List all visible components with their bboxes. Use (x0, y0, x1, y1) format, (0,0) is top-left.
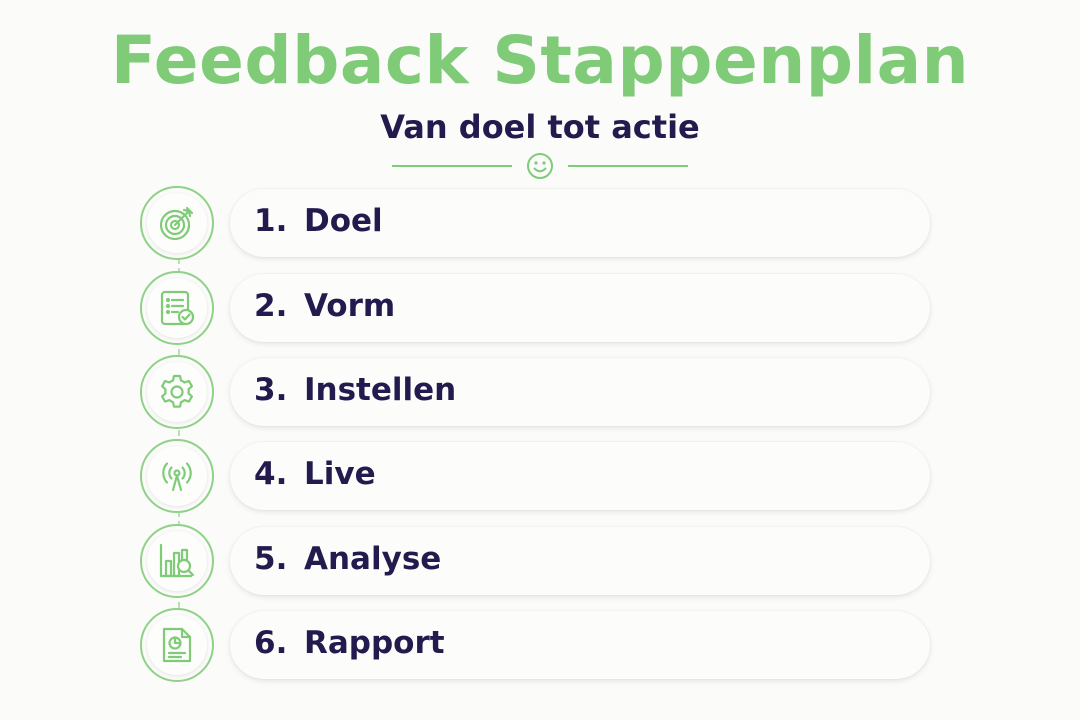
broadcast-icon (162, 462, 192, 492)
title-divider (392, 150, 688, 182)
step-icon-ring (140, 524, 214, 598)
target-icon (159, 206, 194, 241)
report-icon (162, 627, 192, 663)
step-label: Analyse (304, 541, 442, 577)
page-title: Feedback Stappenplan (110, 22, 970, 99)
step-card[interactable]: 2. Vorm (230, 274, 930, 342)
step-card[interactable]: 3. Instellen (230, 358, 930, 426)
step-number: 3. (254, 372, 288, 408)
step-label: Rapport (304, 625, 445, 661)
step-5: 5. Analyse (140, 524, 940, 600)
step-1: 1. Doel (140, 186, 940, 262)
checklist-icon (160, 290, 195, 326)
step-number: 6. (254, 625, 288, 661)
step-icon-ring (140, 439, 214, 513)
step-number: 2. (254, 288, 288, 324)
step-label: Doel (304, 203, 383, 239)
divider-line-right (568, 165, 688, 167)
step-icon-ring (140, 355, 214, 429)
page-subtitle: Van doel tot actie (380, 108, 700, 146)
step-icon-ring (140, 608, 214, 682)
gear-icon (161, 374, 193, 408)
step-2: 2. Vorm (140, 271, 940, 347)
step-icon-ring (140, 271, 214, 345)
step-connector-line (178, 258, 180, 618)
step-card[interactable]: 1. Doel (230, 189, 930, 257)
step-label: Live (304, 456, 376, 492)
chart-search-icon (159, 543, 195, 578)
step-label: Instellen (304, 372, 457, 408)
step-6: 6. Rapport (140, 608, 940, 684)
step-3: 3. Instellen (140, 355, 940, 431)
step-card[interactable]: 6. Rapport (230, 611, 930, 679)
step-icon-ring (140, 186, 214, 260)
step-card[interactable]: 4. Live (230, 442, 930, 510)
divider-line-left (392, 165, 512, 167)
step-card[interactable]: 5. Analyse (230, 527, 930, 595)
smiley-icon (527, 153, 553, 179)
step-label: Vorm (304, 288, 396, 324)
step-number: 1. (254, 203, 288, 239)
step-4: 4. Live (140, 439, 940, 515)
step-number: 5. (254, 541, 288, 577)
step-number: 4. (254, 456, 288, 492)
